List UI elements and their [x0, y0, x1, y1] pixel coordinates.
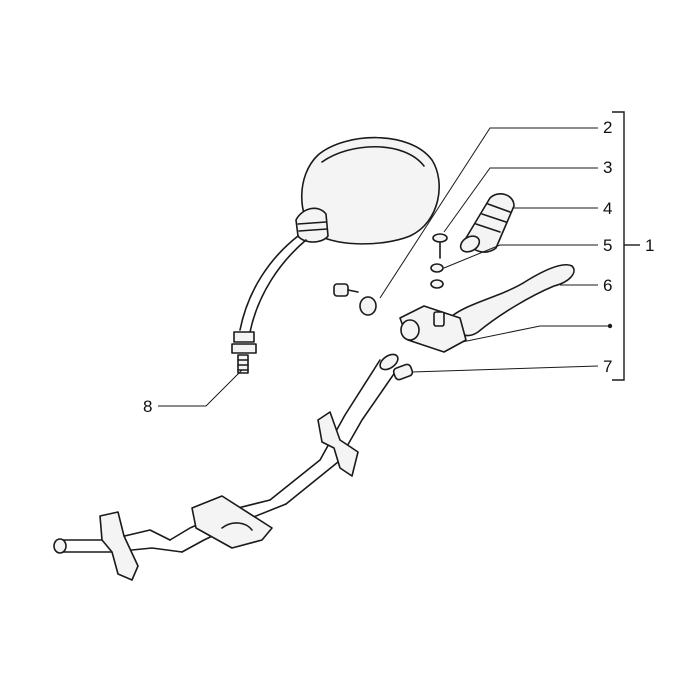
group-bracket — [612, 111, 640, 381]
callout-4: 4 — [603, 199, 612, 218]
callout-1: 1 — [645, 236, 654, 255]
mirror-head-rim — [321, 145, 425, 167]
part-7-adjuster-screw — [392, 363, 414, 381]
handlebar — [53, 353, 399, 581]
callout-7: 7 — [603, 357, 612, 376]
rear-view-mirror — [231, 136, 440, 374]
part-3-bolt — [432, 233, 448, 259]
callout-6: 6 — [603, 276, 612, 295]
leader-lines — [158, 127, 613, 407]
part-6-lever — [451, 264, 575, 337]
callout-labels: 2 3 4 5 1 6 7 8 — [143, 118, 654, 416]
callout-3: 3 — [603, 158, 612, 177]
part-4-grip — [459, 193, 515, 253]
mirror-boot — [295, 207, 329, 243]
callout-8: 8 — [143, 397, 152, 416]
callout-2: 2 — [603, 118, 612, 137]
part-5-nut — [430, 263, 444, 289]
handlebar-center-clamp — [317, 411, 359, 477]
part-2-screw-and-spacer — [333, 283, 377, 316]
mirror-base-nut — [233, 331, 255, 343]
handlebar-tube-left — [59, 529, 171, 541]
leader-dot — [607, 323, 613, 329]
brake-lever-assembly — [333, 193, 575, 381]
handlebar-mount-plate — [191, 495, 273, 549]
handlebar-left-clamp — [99, 511, 139, 581]
mirror-stem — [239, 235, 299, 331]
mirror-thread — [237, 354, 249, 374]
callout-5: 5 — [603, 236, 612, 255]
